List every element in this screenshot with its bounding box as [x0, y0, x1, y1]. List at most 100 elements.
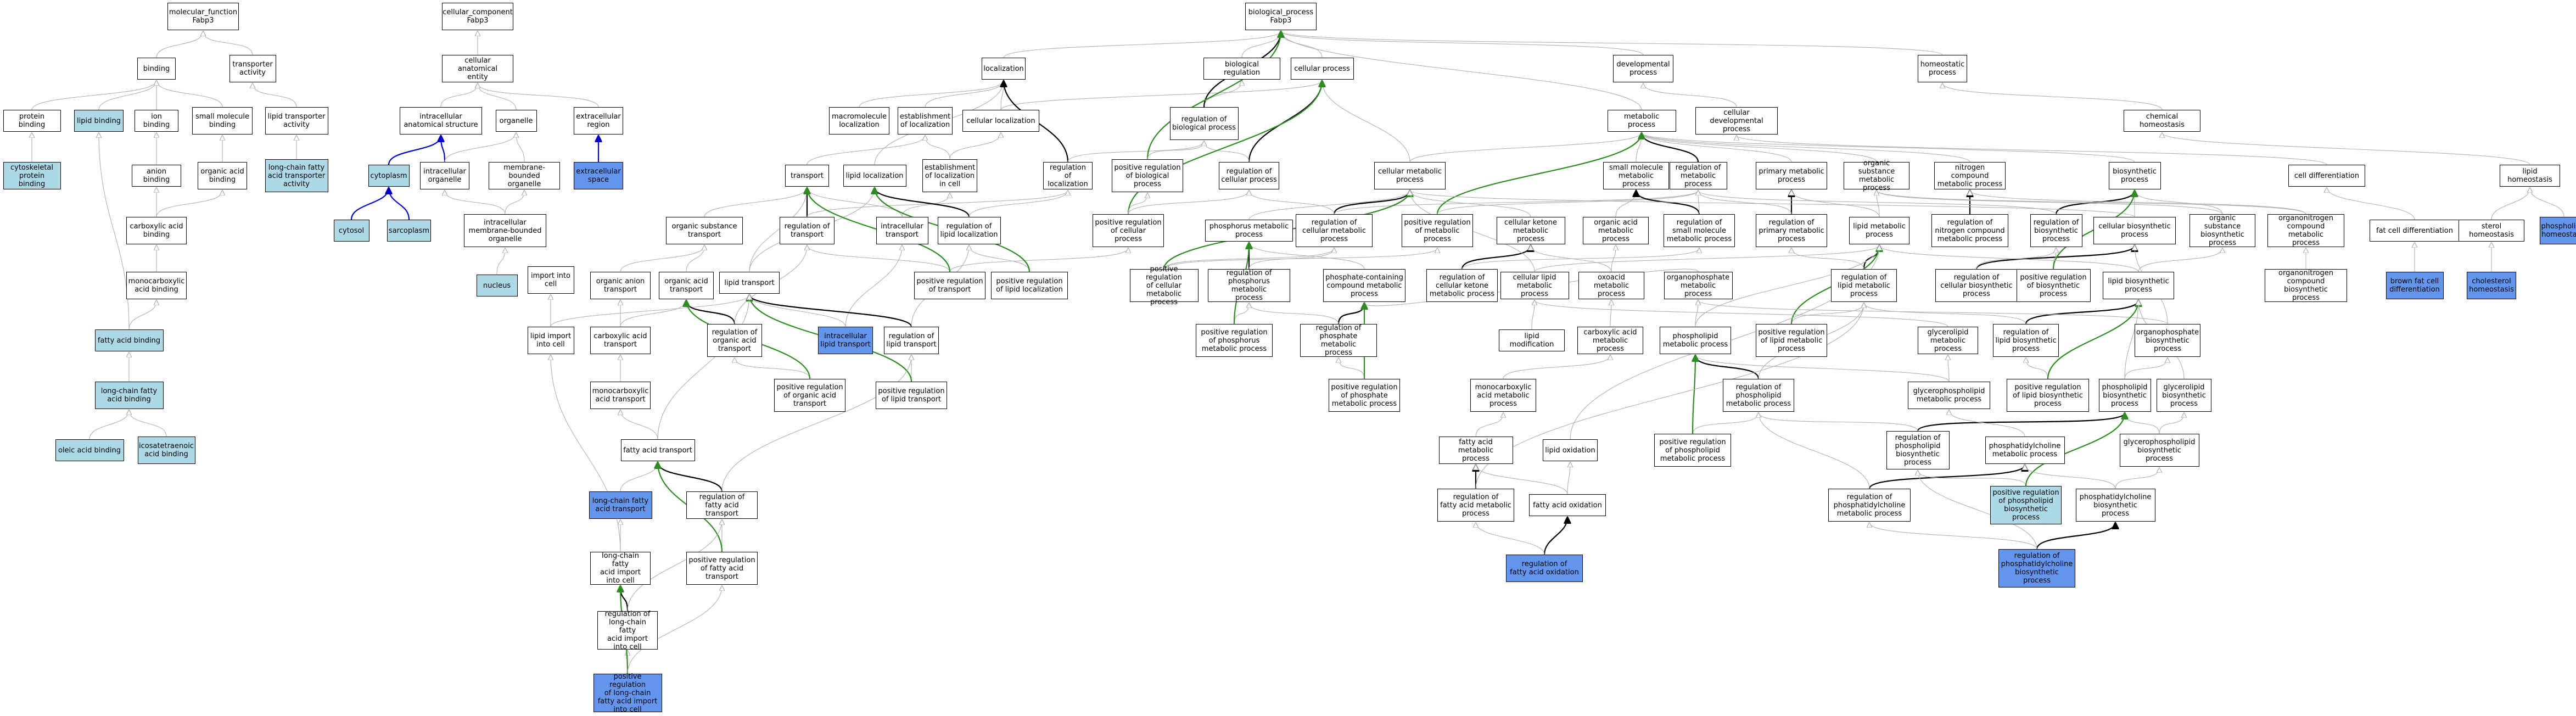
go-term-molecular-function[interactable]: molecular_function Fabp3	[167, 3, 239, 30]
go-term-transport[interactable]: transport	[785, 165, 829, 187]
go-term-cholesterol-homeostasis[interactable]: cholesterol homeostasis	[2467, 272, 2516, 299]
go-term-primary-metabolic-process[interactable]: primary metabolic process	[1756, 162, 1827, 189]
go-term-homeostatic-process[interactable]: homeostatic process	[1918, 55, 1967, 82]
go-term-organic-substance-transport[interactable]: organic substance transport	[666, 217, 743, 244]
go-term-positive-regulation-of-phospholipid-metabolic-process[interactable]: positive regulation of phospholipid meta…	[1654, 434, 1731, 467]
go-term-positive-regulation-of-metabolic-process[interactable]: positive regulation of metabolic process	[1402, 214, 1473, 247]
go-term-carboxylic-acid-transport[interactable]: carboxylic acid transport	[590, 327, 651, 354]
go-term-positive-regulation-of-cellular-metabolic-process[interactable]: positive regulation of cellular metaboli…	[1129, 265, 1199, 306]
go-term-regulation-of-cellular-biosynthetic-process[interactable]: regulation of cellular biosynthetic proc…	[1935, 269, 2018, 302]
go-term-cell-differentiation[interactable]: cell differentiation	[2288, 165, 2365, 187]
go-term-fatty-acid-binding[interactable]: fatty acid binding	[94, 329, 164, 351]
go-term-regulation-of-cellular-metabolic-process[interactable]: regulation of cellular metabolic process	[1296, 214, 1373, 247]
go-term-import-into-cell[interactable]: import into cell	[527, 266, 574, 294]
go-term-fatty-acid-oxidation[interactable]: fatty acid oxidation	[1529, 494, 1606, 516]
go-term-organonitrogen-compound-metabolic-process[interactable]: organonitrogen compound metabolic proces…	[2267, 214, 2344, 247]
go-term-biological-process[interactable]: biological_process Fabp3	[1245, 3, 1317, 30]
go-term-cytosol[interactable]: cytosol	[333, 220, 369, 242]
go-term-positive-regulation-of-phosphate-metabolic-process[interactable]: positive regulation of phosphate metabol…	[1329, 379, 1400, 412]
go-term-regulation-of-phospholipid-biosynthetic-process[interactable]: regulation of phospholipid biosynthetic …	[1886, 431, 1950, 469]
go-term-establishment-of-localization[interactable]: establishment of localization	[898, 107, 953, 135]
go-term-regulation-of-cellular-ketone-metabolic-process[interactable]: regulation of cellular ketone metabolic …	[1426, 269, 1498, 302]
go-term-membrane-bounded-organelle[interactable]: membrane-bounded organelle	[489, 162, 560, 189]
go-term-phospholipid-biosynthetic-process[interactable]: phospholipid biosynthetic process	[2098, 379, 2151, 412]
go-term-glycerophospholipid-metabolic-process[interactable]: glycerophospholipid metabolic process	[1908, 382, 1990, 409]
go-term-cellular-ketone-metabolic-process[interactable]: cellular ketone metabolic process	[1496, 217, 1565, 244]
go-term-regulation-of-fatty-acid-metabolic-process[interactable]: regulation of fatty acid metabolic proce…	[1437, 489, 1514, 522]
go-term-nucleus[interactable]: nucleus	[476, 275, 518, 297]
go-term-establishment-of-localization-in-cell[interactable]: establishment of localization in cell	[922, 159, 977, 192]
go-term-cellular-lipid-metabolic-process[interactable]: cellular lipid metabolic process	[1500, 272, 1569, 299]
go-term-oxoacid-metabolic-process[interactable]: oxoacid metabolic process	[1578, 272, 1644, 299]
go-term-fatty-acid-transport[interactable]: fatty acid transport	[620, 439, 695, 461]
go-term-organonitrogen-compound-biosynthetic-process[interactable]: organonitrogen compound biosynthetic pro…	[2265, 269, 2347, 302]
go-term-phospholipid-metabolic-process[interactable]: phospholipid metabolic process	[1660, 327, 1731, 354]
go-term-regulation-of-organic-acid-transport[interactable]: regulation of organic acid transport	[707, 324, 762, 357]
go-term-regulation-of-fatty-acid-oxidation[interactable]: regulation of fatty acid oxidation	[1506, 555, 1583, 582]
go-term-cellular-anatomical-entity[interactable]: cellular anatomical entity	[442, 55, 513, 82]
go-term-transporter-activity[interactable]: transporter activity	[229, 55, 276, 82]
go-term-lipid-transporter-activity[interactable]: lipid transporter activity	[265, 107, 328, 135]
go-term-regulation-of-nitrogen-compound-metabolic-process[interactable]: regulation of nitrogen compound metaboli…	[1931, 214, 2008, 247]
go-term-positive-regulation-of-phosphorus-metabolic-process[interactable]: positive regulation of phosphorus metabo…	[1196, 324, 1273, 357]
go-term-extracellular-space[interactable]: extracellular space	[574, 162, 623, 189]
go-term-monocarboxylic-acid-transport[interactable]: monocarboxylic acid transport	[590, 382, 651, 409]
go-term-positive-regulation-of-lipid-biosynthetic-process[interactable]: positive regulation of lipid biosyntheti…	[2007, 379, 2089, 412]
go-term-intracellular-anatomical-structure[interactable]: intracellular anatomical structure	[400, 107, 482, 135]
go-term-positive-regulation-of-fatty-acid-transport[interactable]: positive regulation of fatty acid transp…	[686, 552, 758, 585]
go-term-positive-regulation-of-lipid-transport[interactable]: positive regulation of lipid transport	[876, 382, 947, 409]
go-term-lipid-oxidation[interactable]: lipid oxidation	[1543, 439, 1598, 461]
go-term-lipid-modification[interactable]: lipid modification	[1499, 329, 1565, 351]
go-term-regulation-of-long-chain-fatty-acid-import-into-cell[interactable]: regulation of long-chain fatty acid impo…	[597, 610, 658, 651]
go-term-regulation-of-biological-process[interactable]: regulation of biological process	[1169, 107, 1239, 140]
go-term-intracellular-organelle[interactable]: intracellular organelle	[420, 162, 469, 189]
go-term-biological-regulation[interactable]: biological regulation	[1203, 58, 1280, 80]
go-term-nitrogen-compound-metabolic-process[interactable]: nitrogen compound metabolic process	[1934, 162, 2006, 189]
go-term-phosphorus-metabolic-process[interactable]: phosphorus metabolic process	[1205, 220, 1293, 242]
go-term-chemical-homeostasis[interactable]: chemical homeostasis	[2124, 110, 2200, 132]
go-term-lipid-binding[interactable]: lipid binding	[74, 110, 124, 132]
go-term-regulation-of-phosphate-metabolic-process[interactable]: regulation of phosphate metabolic proces…	[1300, 324, 1377, 357]
go-term-lipid-import-into-cell[interactable]: lipid import into cell	[527, 327, 574, 354]
go-term-glycerolipid-metabolic-process[interactable]: glycerolipid metabolic process	[1918, 327, 1978, 354]
go-term-fatty-acid-metabolic-process[interactable]: fatty acid metabolic process	[1438, 437, 1513, 464]
go-term-cellular-component[interactable]: cellular_component Fabp3	[442, 3, 513, 30]
go-term-regulation-of-metabolic-process[interactable]: regulation of metabolic process	[1669, 162, 1727, 189]
go-term-anion-binding[interactable]: anion binding	[132, 165, 181, 187]
go-term-positive-regulation-of-lipid-localization[interactable]: positive regulation of lipid localizatio…	[991, 272, 1068, 299]
go-term-cellular-biosynthetic-process[interactable]: cellular biosynthetic process	[2093, 217, 2176, 244]
go-term-regulation-of-phospholipid-metabolic-process[interactable]: regulation of phospholipid metabolic pro…	[1723, 379, 1794, 412]
go-term-organic-acid-binding[interactable]: organic acid binding	[198, 162, 247, 189]
go-term-sarcoplasm[interactable]: sarcoplasm	[387, 220, 431, 242]
go-term-regulation-of-cellular-process[interactable]: regulation of cellular process	[1219, 162, 1279, 189]
go-term-lipid-transport[interactable]: lipid transport	[719, 272, 780, 294]
go-term-extracellular-region[interactable]: extracellular region	[574, 107, 623, 135]
go-term-glycerolipid-biosynthetic-process[interactable]: glycerolipid biosynthetic process	[2157, 379, 2211, 412]
go-term-organelle[interactable]: organelle	[495, 110, 537, 132]
go-term-brown-fat-cell-differentiation[interactable]: brown fat cell differentiation	[2385, 272, 2444, 299]
go-term-regulation-of-lipid-metabolic-process[interactable]: regulation of lipid metabolic process	[1831, 269, 1897, 302]
go-term-phosphatidylcholine-biosynthetic-process[interactable]: phosphatidylcholine biosynthetic process	[2075, 489, 2155, 522]
go-term-small-molecule-metabolic-process[interactable]: small molecule metabolic process	[1603, 162, 1669, 189]
go-term-organic-acid-transport[interactable]: organic acid transport	[659, 272, 714, 299]
go-term-phosphate-containing-compound-metabolic-process[interactable]: phosphate-containing compound metabolic …	[1323, 269, 1405, 302]
go-term-binding[interactable]: binding	[137, 58, 176, 80]
go-term-long-chain-fatty-acid-transport[interactable]: long-chain fatty acid transport	[589, 491, 652, 519]
go-term-cytoskeletal-protein-binding[interactable]: cytoskeletal protein binding	[3, 162, 61, 189]
go-term-organic-acid-metabolic-process[interactable]: organic acid metabolic process	[1583, 217, 1649, 244]
go-term-monocarboxylic-acid-binding[interactable]: monocarboxylic acid binding	[126, 272, 187, 299]
go-term-lipid-metabolic-process[interactable]: lipid metabolic process	[1849, 217, 1909, 244]
go-term-lipid-localization[interactable]: lipid localization	[843, 165, 906, 187]
go-term-long-chain-fatty-acid-binding[interactable]: long-chain fatty acid binding	[94, 382, 164, 409]
go-term-macromolecule-localization[interactable]: macromolecule localization	[829, 107, 889, 135]
go-term-biosynthetic-process[interactable]: biosynthetic process	[2108, 162, 2161, 189]
go-term-organophosphate-biosynthetic-process[interactable]: organophosphate biosynthetic process	[2135, 324, 2200, 357]
go-term-intracellular-membrane-bounded-organelle[interactable]: intracellular membrane-bounded organelle	[464, 214, 546, 247]
go-term-fat-cell-differentiation[interactable]: fat cell differentiation	[2369, 220, 2460, 242]
go-term-monocarboxylic-acid-metabolic-process[interactable]: monocarboxylic acid metabolic process	[1470, 379, 1536, 412]
go-term-organophosphate-metabolic-process[interactable]: organophosphate metabolic process	[1664, 272, 1733, 299]
go-term-lipid-homeostasis[interactable]: lipid homeostasis	[2500, 165, 2560, 187]
go-term-positive-regulation-of-biosynthetic-process[interactable]: positive regulation of biosynthetic proc…	[2016, 269, 2091, 302]
go-term-regulation-of-transport[interactable]: regulation of transport	[780, 217, 835, 244]
go-term-organic-anion-transport[interactable]: organic anion transport	[590, 272, 651, 299]
